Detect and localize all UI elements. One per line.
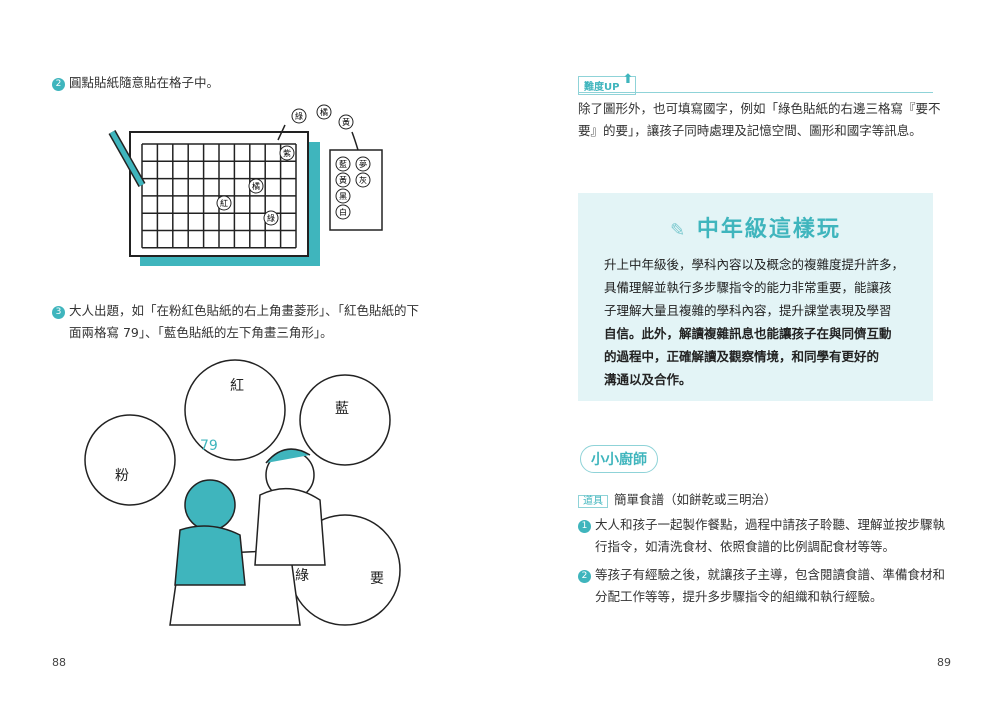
bubble-label: 要 (370, 571, 384, 587)
sticker (263, 210, 279, 226)
sticker (335, 188, 351, 204)
sticker (216, 195, 232, 211)
step-text-line1: 等孩子有經驗之後，就讓孩子主導，包含閱讀食譜、準備食材和 (595, 567, 946, 582)
sticker-grid-illustration: 綠橘黃紫橘紅綠藍夢黃灰黑白 (108, 104, 383, 266)
parent-child-illustration: 粉 紅 79 藍綠 要 (84, 359, 401, 626)
box-title: 中年級這樣玩 (696, 217, 841, 242)
box-text-line: 溝通以及合作。 (604, 372, 692, 387)
bubble-label: 79 (200, 438, 218, 454)
sticker-label: 黃 (339, 175, 347, 185)
mid-grade-box: ✎ 中年級這樣玩 升上中年級後，學科內容以及概念的複雜度提升許多， 具備理解並執行… (578, 193, 933, 401)
step-text-line1: 大人和孩子一起製作餐點，過程中請孩子聆聽、理解並按步驟執 (595, 517, 946, 532)
sticker (355, 172, 371, 188)
sticker (316, 104, 332, 120)
sticker-label: 橘 (252, 181, 260, 191)
tools-text: 簡單食譜（如餅乾或三明治） (614, 492, 777, 507)
sticker (335, 156, 351, 172)
pencil-icon (108, 130, 146, 187)
box-text-line: 的過程中，正確解讀及觀察情境，和同學有更好的 (604, 349, 880, 364)
step-item: 1 大人和孩子一起製作餐點，過程中請孩子聆聽、理解並按步驟執行指令，如清洗食材、依… (578, 514, 945, 558)
tools-row: 道具簡單食譜（如餅乾或三明治） (578, 489, 777, 513)
box-text-line: 升上中年級後，學科內容以及概念的複雜度提升許多， (604, 257, 905, 272)
tools-label: 道具 (578, 495, 608, 508)
sticker (355, 156, 371, 172)
sticker-label: 黑 (339, 192, 347, 201)
sticker (335, 172, 351, 188)
sticker-label: 黃 (342, 117, 350, 127)
step-2: 2 圓點貼紙隨意貼在格子中。 (52, 72, 219, 94)
step-text: 圓點貼紙隨意貼在格子中。 (69, 75, 220, 90)
sticker-label: 綠 (295, 111, 303, 121)
step-number: 3 (52, 306, 65, 319)
sticker (335, 204, 351, 220)
difficulty-text-line2: 要』的要」，讓孩子同時處理及記憶空間、圖形和國字等訊息。 (578, 123, 922, 138)
sticker (279, 145, 295, 161)
difficulty-tag-label: 難度UP (584, 82, 620, 93)
difficulty-text-line1: 除了圖形外，也可填寫國字，例如「綠色貼紙的右邊三格寫『要不 (578, 101, 941, 116)
sticker-label: 白 (339, 207, 347, 217)
page-number-left: 88 (52, 656, 66, 669)
sticker (248, 178, 264, 194)
step-text-line1: 大人出題，如「在粉紅色貼紙的右上角畫菱形」、「紅色貼紙的下 (69, 303, 420, 318)
bubble-label: 綠 (295, 568, 309, 584)
sticker-label: 橘 (320, 107, 328, 117)
step-text-line2: 行指令，如清洗食材、依照食譜的比例調配食材等等。 (595, 539, 896, 554)
difficulty-header: 難度UP⬆ (578, 72, 933, 95)
sticker (338, 114, 354, 130)
page-number-right: 89 (937, 656, 951, 669)
box-text-line: 子理解大量且複雜的學科內容，提升課堂表現及學習 (604, 303, 892, 318)
sticker-label: 紅 (220, 198, 228, 208)
step-3: 3 大人出題，如「在粉紅色貼紙的右上角畫菱形」、「紅色貼紙的下 面兩格寫 79」、… (52, 300, 419, 344)
step-text-line2: 面兩格寫 79」、「藍色貼紙的左下角畫三角形」。 (69, 325, 333, 340)
step-number: 2 (52, 78, 65, 91)
sticker (291, 108, 307, 124)
sticker-label: 夢 (359, 159, 367, 169)
step-number: 2 (578, 570, 591, 583)
sticker-label: 灰 (359, 175, 367, 185)
box-text-line: 自信。此外，解讀複雜訊息也能讓孩子在與同儕互動 (604, 326, 892, 341)
arrow-up-icon: ⬆ (622, 72, 634, 87)
step-number: 1 (578, 520, 591, 533)
bubble-label: 紅 (230, 378, 244, 394)
box-text-line: 具備理解並執行多步驟指令的能力非常重要，能讓孩 (604, 280, 892, 295)
step-text-line2: 分配工作等等，提升多步驟指令的組織和執行經驗。 (595, 589, 883, 604)
difficulty-tag: 難度UP⬆ (578, 72, 637, 95)
sticker-label: 綠 (267, 213, 275, 223)
step-item: 2 等孩子有經驗之後，就讓孩子主導，包含閱讀食譜、準備食材和分配工作等等，提升多步… (578, 564, 945, 608)
bubble-label: 粉 (115, 468, 129, 484)
sticker-label: 藍 (339, 159, 347, 169)
pencil-icon: ✎ (670, 220, 688, 241)
sticker-label: 紫 (283, 149, 291, 158)
bubble-label: 藍 (335, 401, 349, 417)
activity-title: 小小廚師 (580, 445, 658, 473)
